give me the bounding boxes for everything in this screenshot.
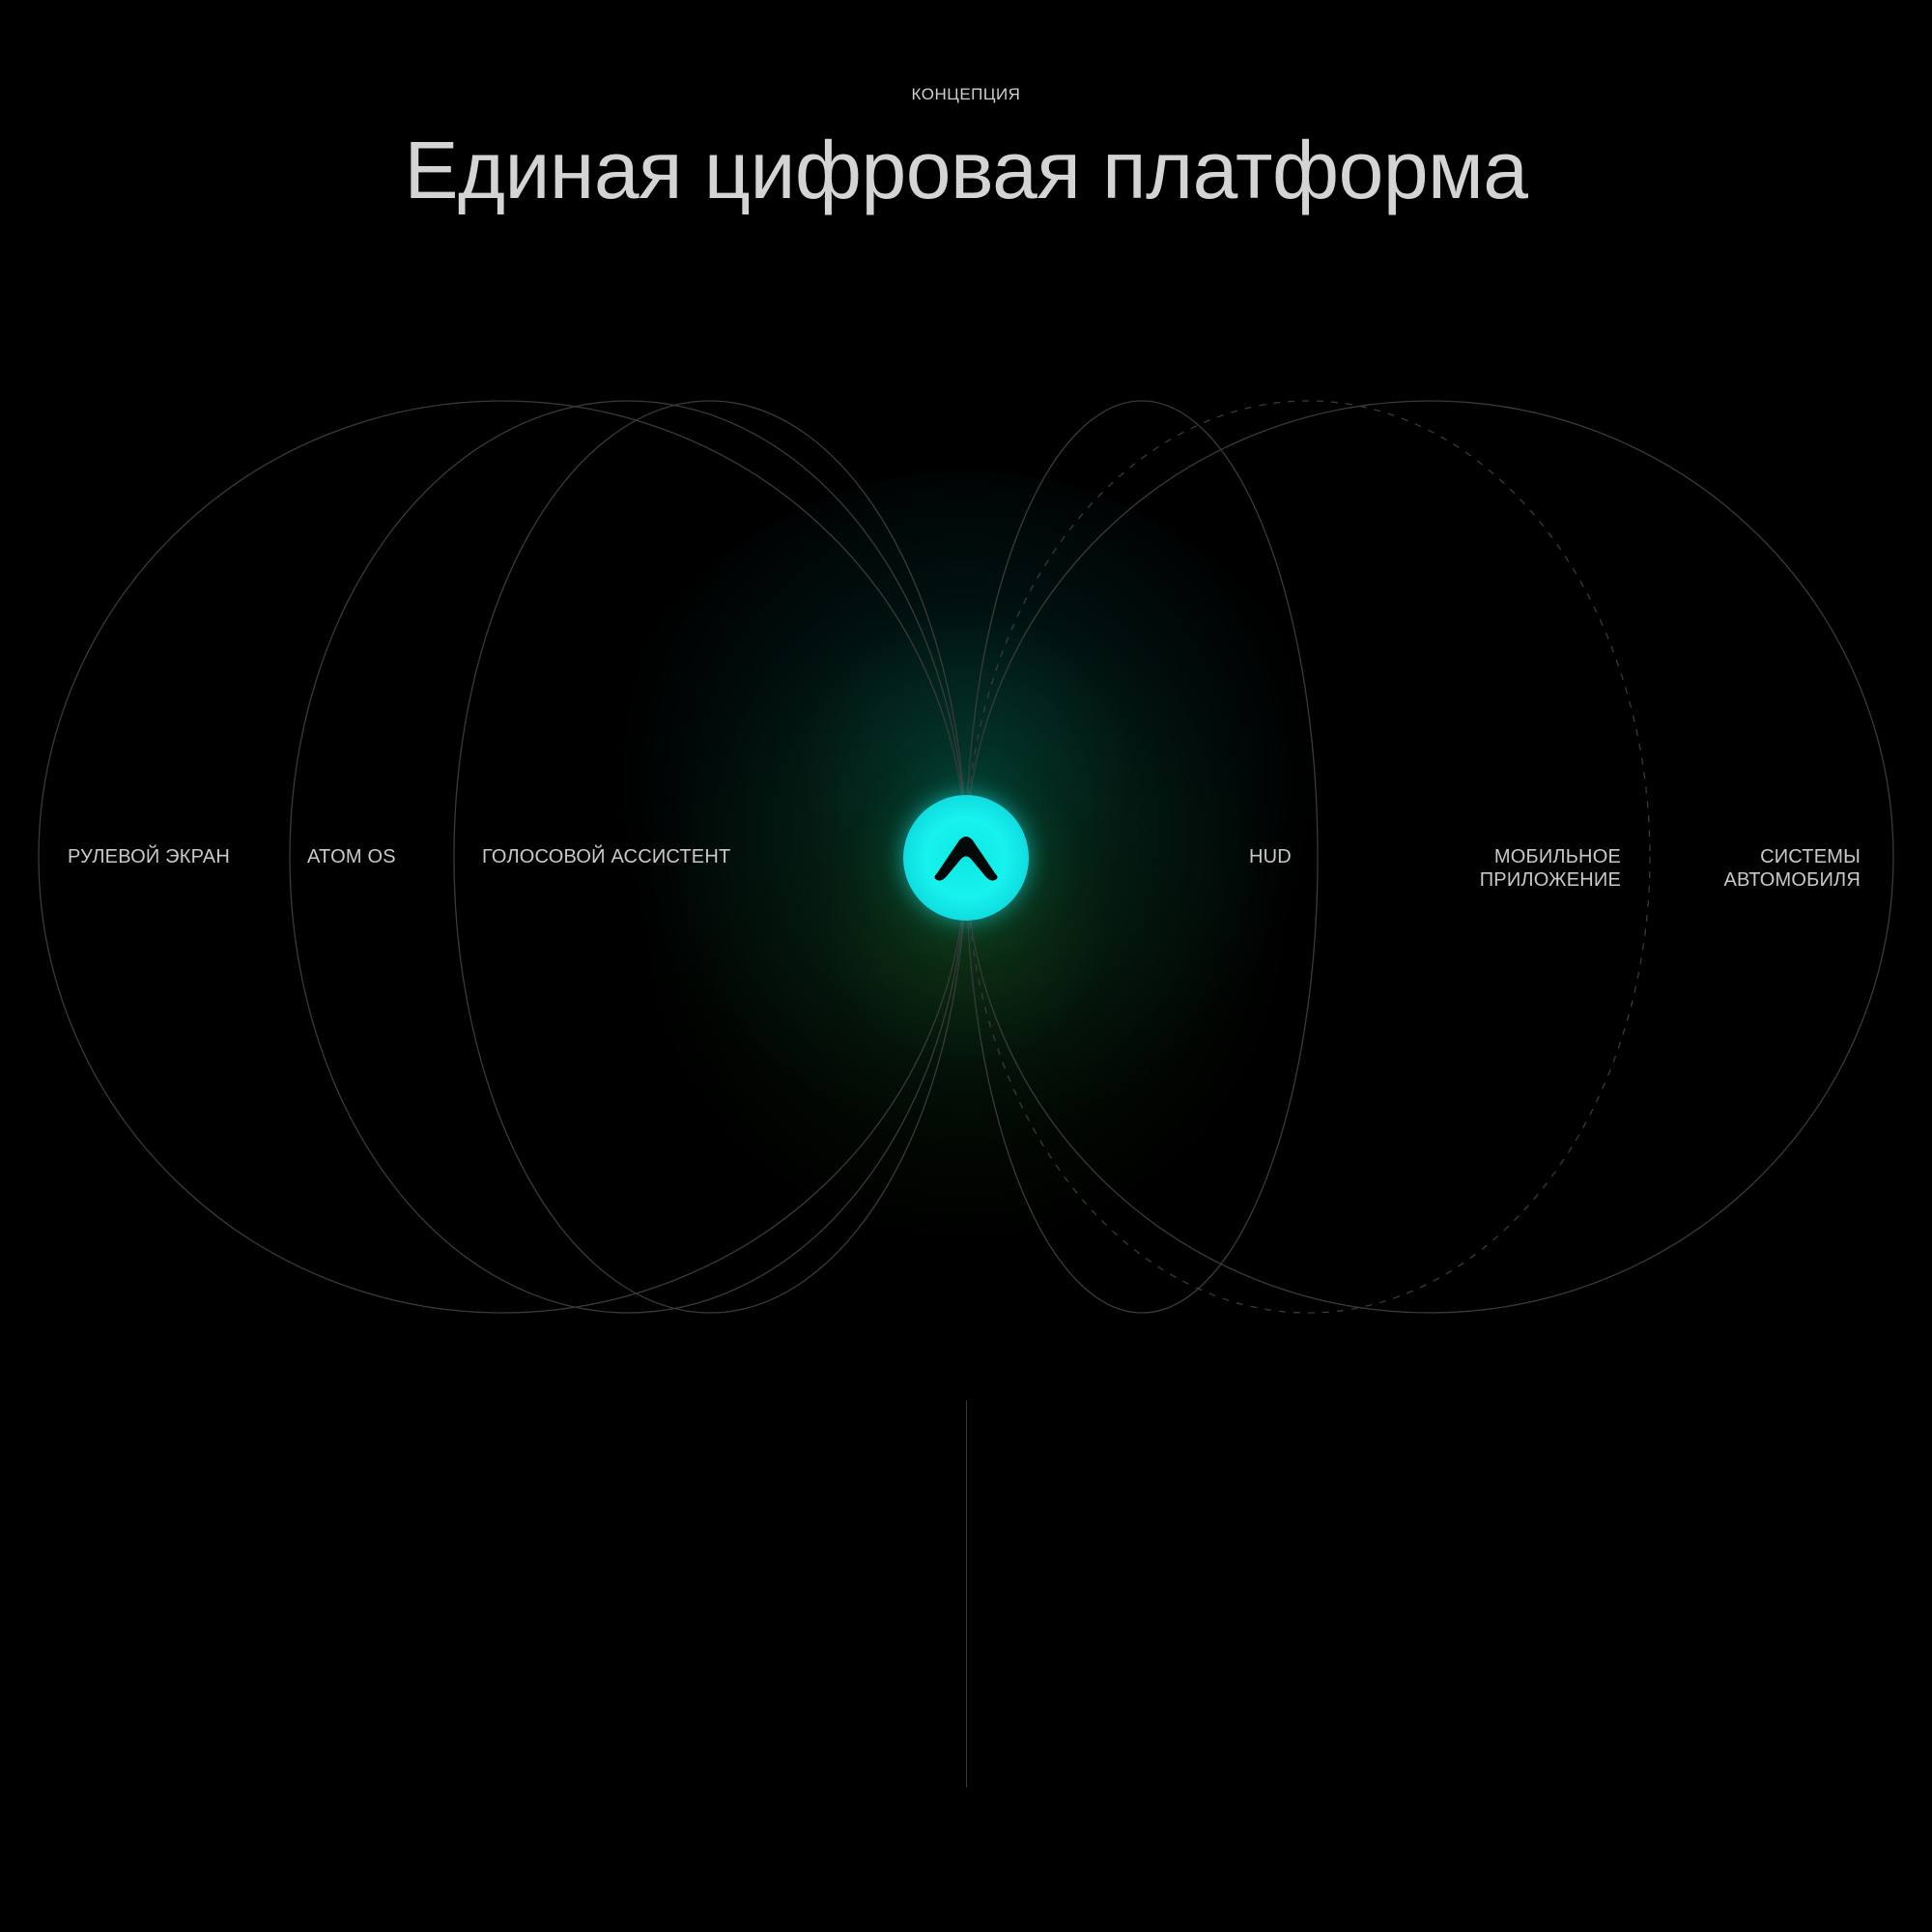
chevron-up-logo-icon <box>934 837 998 881</box>
orbit-mobile-app <box>965 400 1651 1314</box>
platform-hub[interactable] <box>903 795 1029 921</box>
node-mobile-app: МОБИЛЬНОЕ ПРИЛОЖЕНИЕ <box>1479 846 1621 891</box>
node-steering-screen: РУЛЕВОЙ ЭКРАН <box>68 846 230 867</box>
page-title: Единая цифровая платформа <box>404 125 1528 215</box>
node-hud: HUD <box>1249 846 1292 867</box>
node-voice-assistant: ГОЛОСОВОЙ АССИСТЕНТ <box>482 846 731 867</box>
connector-line <box>966 1401 967 1787</box>
node-atom-os: ATOM OS <box>307 846 396 867</box>
node-car-systems: СИСТЕМЫ АВТОМОБИЛЯ <box>1723 846 1861 891</box>
section-eyebrow: КОНЦЕПЦИЯ <box>911 85 1021 103</box>
